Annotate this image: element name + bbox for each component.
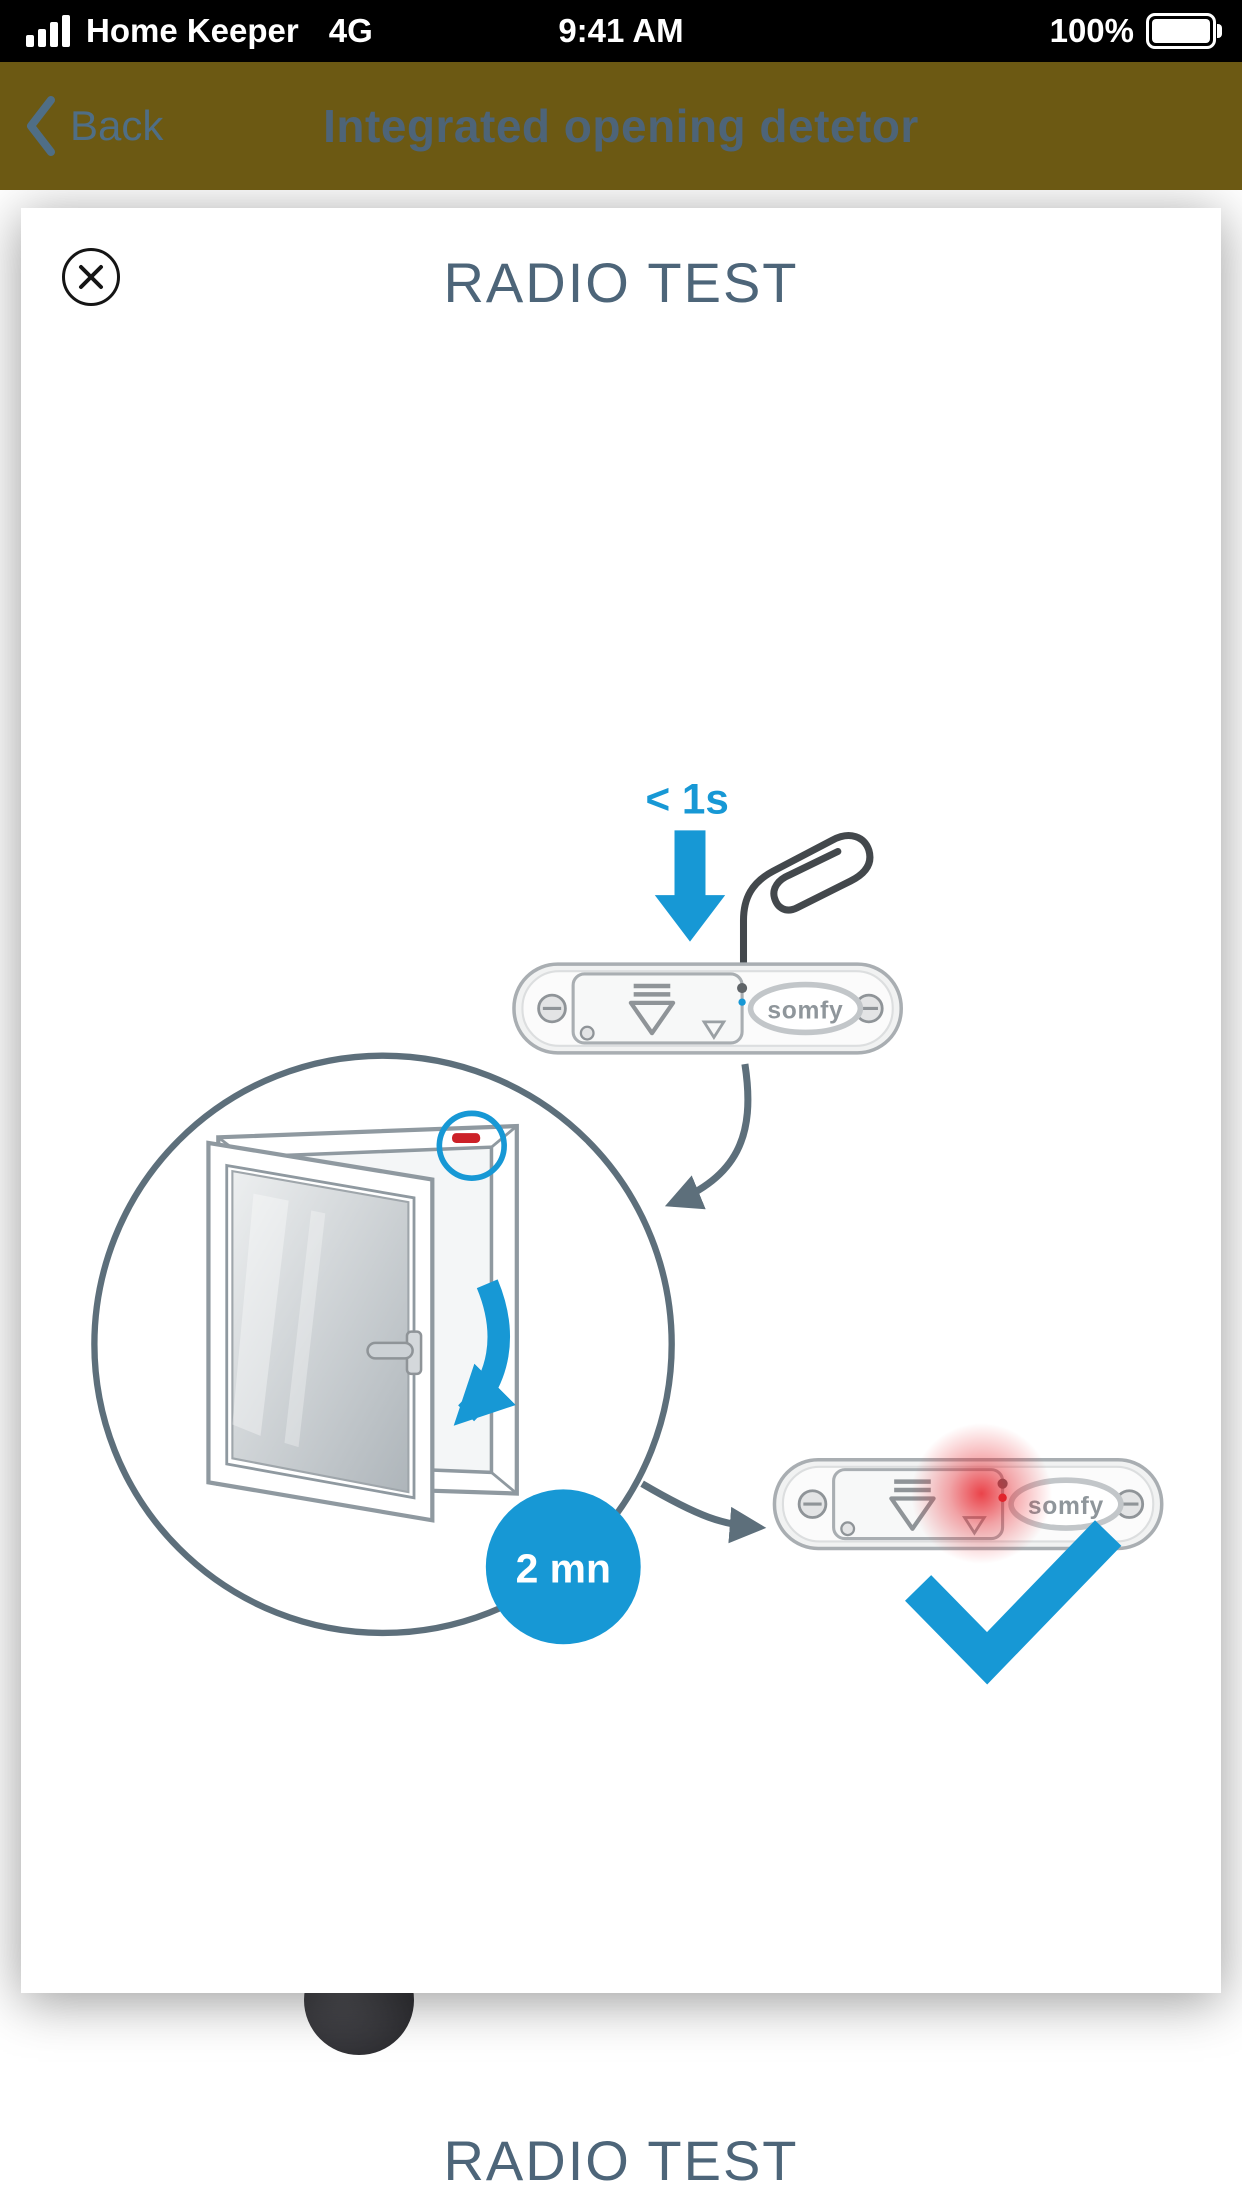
close-button[interactable] [62, 248, 120, 306]
battery-percent-label: 100% [1049, 12, 1134, 49]
sensor-device-top: somfy [512, 962, 903, 1055]
timer-label: 2 mn [516, 1545, 611, 1591]
radio-test-modal: < 1s somfy [21, 208, 1221, 1993]
battery-icon [1146, 13, 1222, 49]
nav-bar: Back Integrated opening detetor [0, 62, 1242, 190]
close-window-arrow [453, 1279, 516, 1426]
chevron-left-icon [27, 96, 55, 156]
back-button[interactable]: Back [26, 95, 163, 157]
status-time: 9:41 AM [558, 12, 684, 49]
carrier-label: Home Keeper [86, 12, 299, 49]
flow-arrow-2 [640, 1480, 767, 1544]
flow-arrow-1 [664, 1063, 752, 1210]
led-red-glow [911, 1423, 1052, 1564]
close-icon [79, 265, 103, 289]
press-duration-label: < 1s [645, 775, 728, 822]
checkmark-icon [905, 1520, 1122, 1685]
radio-test-illustration: < 1s somfy [91, 775, 1164, 1685]
modal-title: RADIO TEST [443, 251, 799, 314]
back-label: Back [70, 102, 164, 149]
timer-badge: 2 mn [485, 1489, 641, 1645]
network-label: 4G [328, 12, 373, 49]
sensor-highlight-circle [436, 1110, 507, 1181]
window-sensor-led [452, 1133, 481, 1143]
nav-title: Integrated opening detetor [323, 100, 919, 152]
paperclip-icon [739, 832, 874, 985]
signal-bars-icon [26, 15, 70, 47]
press-down-arrow [654, 830, 726, 942]
status-bar: 9:41 AM Home Keeper 4G 100% [0, 0, 1242, 62]
brand-label-top: somfy [767, 997, 843, 1024]
background-page-title: RADIO TEST [443, 2129, 799, 2192]
window-illustration [206, 1110, 519, 1523]
